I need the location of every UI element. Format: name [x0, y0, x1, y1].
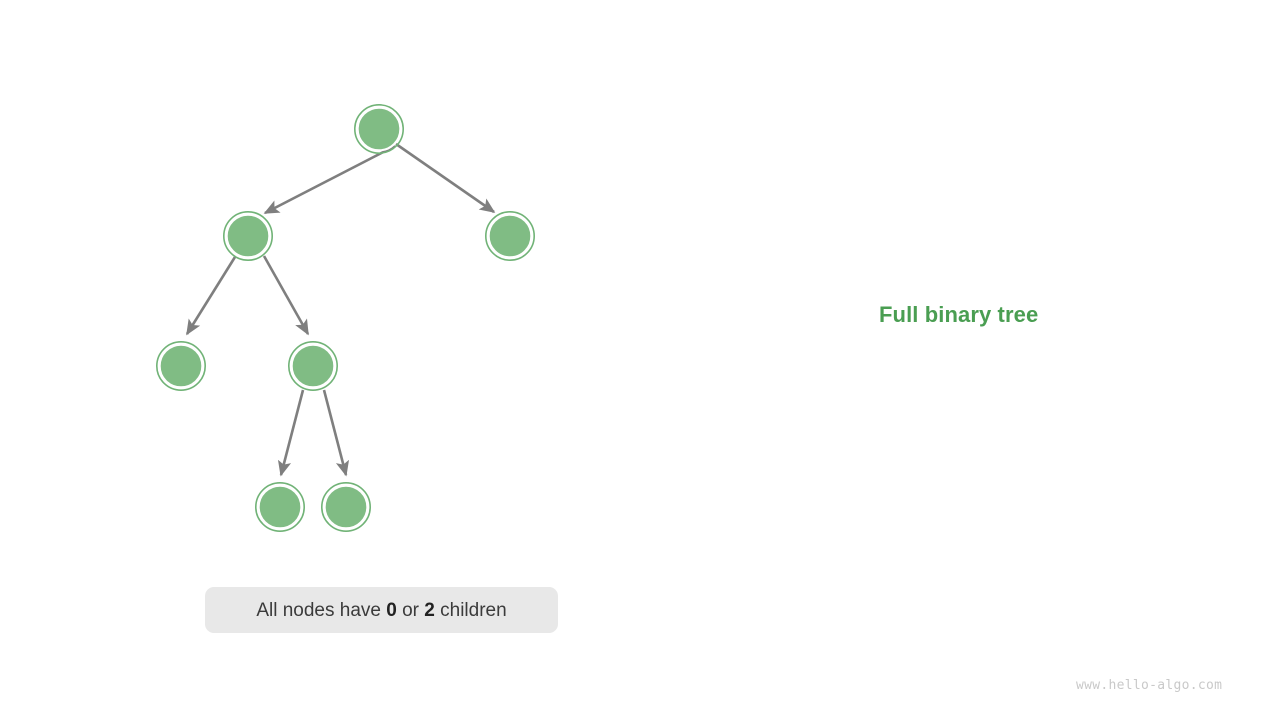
tree-node-left-right-left[interactable]: [255, 481, 306, 532]
tree-node-left-left[interactable]: [156, 340, 207, 391]
tree-nodes: [156, 104, 535, 532]
caption-value-two: 2: [424, 599, 435, 621]
caption-box: All nodes have 0 or 2 children: [205, 587, 558, 633]
edge-leftright-to-child2: [322, 389, 350, 477]
caption-text: All nodes have 0 or 2 children: [256, 601, 506, 620]
tree-node-right[interactable]: [484, 211, 535, 262]
concept-title: Full binary tree: [879, 302, 1039, 327]
caption-conjunction: or: [396, 599, 425, 621]
tree-node-root[interactable]: [353, 104, 404, 155]
caption-suffix: children: [434, 599, 507, 621]
edge-root-to-right: [395, 142, 496, 214]
caption-prefix: All nodes have: [256, 599, 387, 621]
watermark: www.hello-algo.com: [1076, 678, 1223, 693]
caption-value-zero: 0: [386, 599, 397, 621]
tree-node-left-right[interactable]: [287, 340, 338, 391]
tree-node-left-right-right[interactable]: [320, 481, 371, 532]
tree-node-left[interactable]: [223, 211, 274, 262]
edge-left-to-leftleft: [185, 256, 237, 336]
edge-left-to-leftright: [262, 255, 310, 336]
edge-root-to-left: [263, 144, 396, 215]
edge-leftright-to-child1: [277, 389, 305, 477]
tree-edges: [185, 142, 496, 477]
